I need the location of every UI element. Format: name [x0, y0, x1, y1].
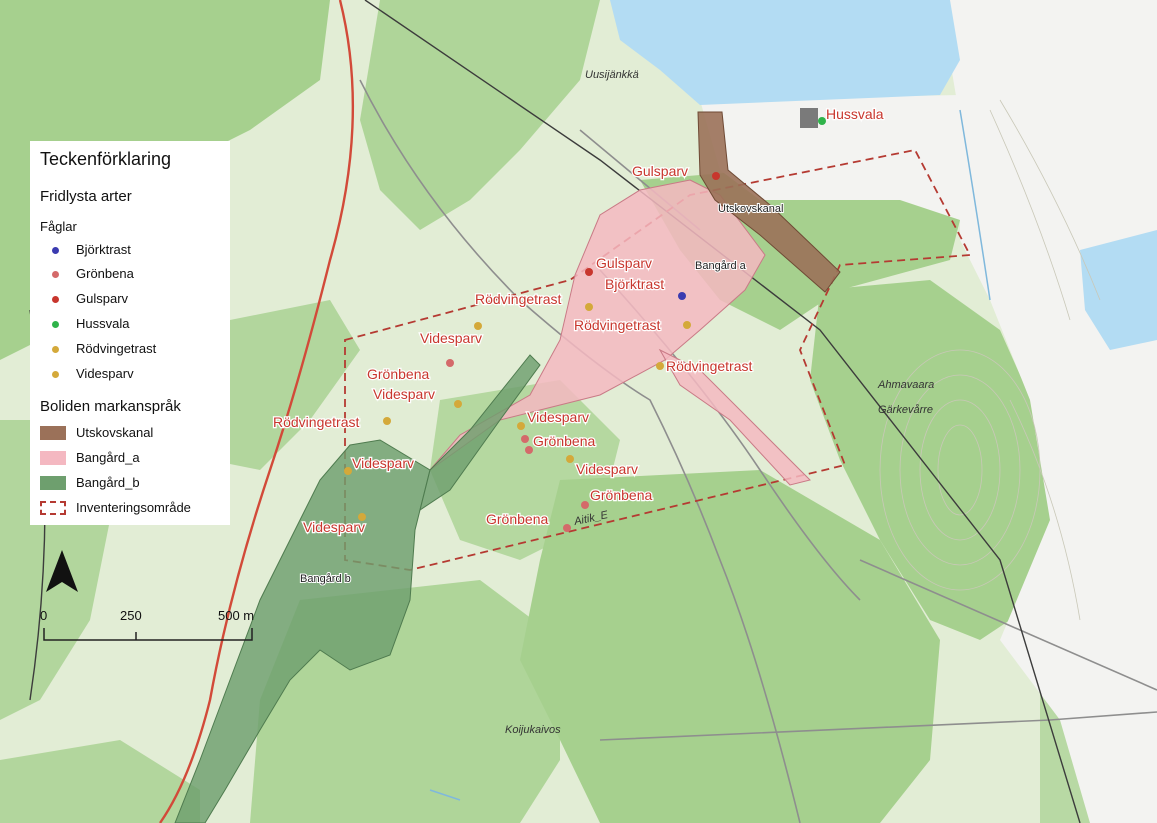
obs-label: Rödvingetrast [273, 414, 359, 430]
main-road [159, 0, 355, 823]
obs-label: Videsparv [352, 455, 414, 471]
legend-hussvala-dot [52, 321, 59, 328]
dam-area [700, 95, 980, 220]
obs-gulsparv-dot[interactable] [712, 172, 720, 180]
obs-videsparv-dot[interactable] [344, 467, 352, 475]
bangard-b-track [419, 354, 541, 512]
legend-bangard-a-swatch [40, 451, 66, 465]
obs-gronbena-dot[interactable] [446, 359, 454, 367]
observation-points [344, 117, 826, 532]
obs-label: Gulsparv [596, 255, 652, 271]
place-label-koijukaivos: Koijukaivos [505, 724, 561, 736]
obs-label: Grönbena [590, 487, 652, 503]
legend-birds-heading: Fåglar [40, 219, 77, 234]
legend-utskovskanal-swatch [40, 426, 66, 440]
place-label-garkevarre: Gärkevårre [878, 404, 933, 416]
mine-area [940, 0, 1157, 823]
legend-land-heading: Boliden markanspråk [40, 398, 181, 415]
scale-tick-label: 0 [40, 608, 48, 623]
obs-label: Rödvingetrast [475, 291, 561, 307]
utskovskanal-area [697, 111, 841, 293]
legend-videsparv-dot [52, 371, 59, 378]
obs-label: Rödvingetrast [574, 317, 660, 333]
legend-bangard-b-swatch [40, 476, 66, 490]
scale-tick-label: 500 m [218, 608, 255, 623]
obs-label: Gulsparv [632, 163, 688, 179]
area-label-bangard-a: Bangård a [695, 260, 747, 272]
obs-label: Grönbena [367, 366, 429, 382]
obs-gulsparv-dot[interactable] [585, 268, 593, 276]
obs-gronbena-dot[interactable] [581, 501, 589, 509]
area-label-utskovskanal: Utskovskanal [718, 203, 783, 215]
legend-gronbena-dot [52, 271, 59, 278]
legend-item-utskovskanal: Utskovskanal [76, 425, 154, 440]
obs-rodvingetrast-dot[interactable] [383, 417, 391, 425]
legend-bjorktrast-dot [52, 247, 59, 254]
bangard-b-area [174, 439, 431, 823]
legend-gulsparv-dot [52, 296, 59, 303]
obs-videsparv-dot[interactable] [474, 322, 482, 330]
legend-item-bjorktrast: Björktrast [76, 242, 131, 257]
lake-east [1080, 230, 1157, 350]
obs-gronbena-dot[interactable] [521, 435, 529, 443]
obs-hussvala-dot[interactable] [818, 117, 826, 125]
obs-videsparv-dot[interactable] [358, 513, 366, 521]
legend-title: Teckenförklaring [40, 149, 172, 169]
obs-videsparv-dot[interactable] [517, 422, 525, 430]
streams [429, 109, 991, 801]
legend-item-gronbena: Grönbena [76, 266, 134, 281]
obs-gronbena-dot[interactable] [525, 446, 533, 454]
obs-label: Videsparv [303, 519, 365, 535]
obs-rodvingetrast-dot[interactable] [656, 362, 664, 370]
area-label-bangard-b: Bangård b [300, 573, 351, 585]
legend-item-bangard-b: Bangård_b [76, 475, 140, 490]
legend-protected-heading: Fridlysta arter [40, 188, 132, 205]
scale-bar: 0 250 500 m [40, 600, 270, 650]
legend-item-videsparv: Videsparv [76, 366, 134, 381]
obs-rodvingetrast-dot[interactable] [585, 303, 593, 311]
building [800, 108, 818, 128]
obs-bjorktrast-dot[interactable] [678, 292, 686, 300]
obs-videsparv-dot[interactable] [566, 455, 574, 463]
place-label-uusijankka: Uusijänkkä [585, 69, 639, 81]
legend-item-inventory: Inventeringsområde [76, 500, 191, 515]
obs-label: Videsparv [420, 330, 482, 346]
obs-label: Videsparv [373, 386, 435, 402]
obs-gronbena-dot[interactable] [563, 524, 571, 532]
obs-label: Hussvala [826, 106, 884, 122]
map-legend: Teckenförklaring Fridlysta arter Fåglar … [30, 141, 230, 525]
obs-videsparv-dot[interactable] [454, 400, 462, 408]
obs-label: Grönbena [533, 433, 595, 449]
obs-label: Videsparv [527, 409, 589, 425]
obs-label: Grönbena [486, 511, 548, 527]
obs-label: Rödvingetrast [666, 358, 752, 374]
legend-inventory-swatch [40, 501, 66, 515]
obs-rodvingetrast-dot[interactable] [683, 321, 691, 329]
obs-label: Björktrast [605, 276, 664, 292]
scale-tick-label: 250 [120, 608, 142, 623]
legend-item-rodvingetrast: Rödvingetrast [76, 341, 157, 356]
legend-item-bangard-a: Bangård_a [76, 450, 140, 465]
legend-item-gulsparv: Gulsparv [76, 291, 129, 306]
scale-bar-line [43, 628, 253, 641]
legend-item-hussvala: Hussvala [76, 316, 130, 331]
legend-rodvingetrast-dot [52, 346, 59, 353]
place-label-ahmavaara: Ahmavaara [877, 379, 934, 391]
north-arrow-icon [46, 550, 78, 592]
obs-label: Videsparv [576, 461, 638, 477]
contour-lines [879, 99, 1101, 621]
lake [610, 0, 960, 105]
bangard-a-track [658, 348, 811, 486]
